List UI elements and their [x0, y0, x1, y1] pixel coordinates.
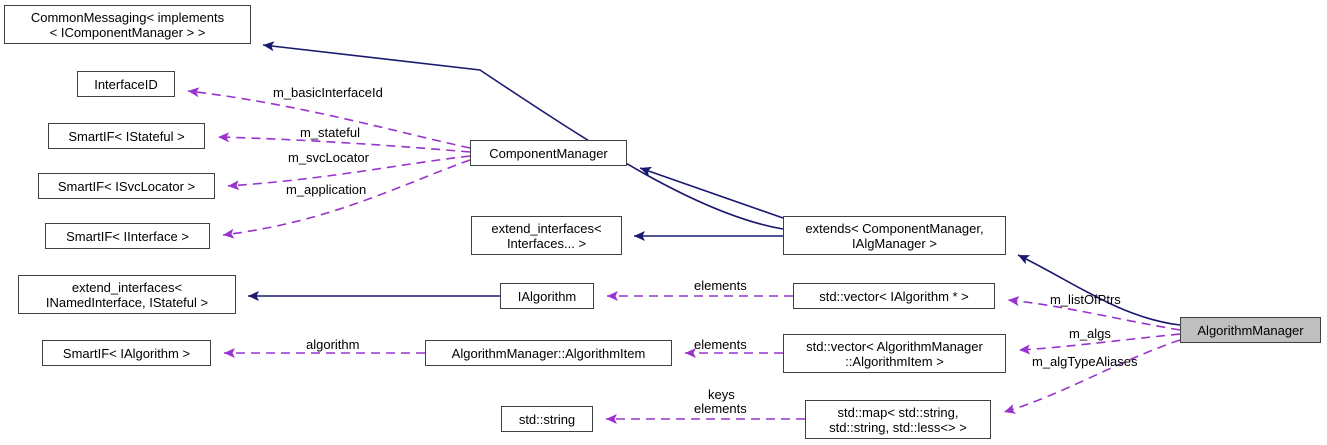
- edge-m-listofptrs: [1007, 296, 1181, 331]
- class-node-interfaceid[interactable]: InterfaceID: [77, 71, 175, 97]
- edge-label-m_algs: m_algs: [1069, 326, 1111, 341]
- edge-label-algorithm: algorithm: [306, 337, 360, 352]
- edge-label-m_listOfPtrs: m_listOfPtrs: [1050, 292, 1121, 307]
- edge-m-algs: [1018, 333, 1181, 355]
- edge-label-m_stateful: m_stateful: [300, 125, 360, 140]
- class-node-componentmanager[interactable]: ComponentManager: [470, 140, 627, 166]
- class-node-stdstring[interactable]: std::string: [501, 406, 593, 432]
- class-node-smartif-isvclocator[interactable]: SmartIF< ISvcLocator >: [38, 173, 215, 199]
- edge-extends-to-commonmessaging: [262, 41, 784, 230]
- edge-label-m_basicInterfaceId: m_basicInterfaceId: [273, 85, 383, 100]
- class-node-extends-componentmanager[interactable]: extends< ComponentManager, IAlgManager >: [783, 216, 1006, 255]
- class-node-smartif-iinterface[interactable]: SmartIF< IInterface >: [45, 223, 210, 249]
- edge-label-m_application: m_application: [286, 182, 367, 197]
- class-node-algorithmmanager[interactable]: AlgorithmManager: [1180, 317, 1321, 343]
- edge-m-svclocator: [227, 155, 471, 191]
- class-node-commonmessaging[interactable]: CommonMessaging< implements < IComponent…: [4, 5, 251, 44]
- edge-label-m_svcLocator: m_svcLocator: [288, 150, 369, 165]
- edge-algorithmmanager-to-extends: [1017, 254, 1181, 326]
- class-node-stdmap[interactable]: std::map< std::string, std::string, std:…: [805, 400, 991, 439]
- edge-label-keys: keys: [708, 387, 735, 402]
- class-node-smartif-istateful[interactable]: SmartIF< IStateful >: [48, 123, 205, 149]
- edge-label-elements_vector_ialgorithm: elements: [694, 278, 747, 293]
- inheritance-edges: [248, 41, 1181, 326]
- edge-extends-to-componentmanager: [639, 166, 784, 219]
- class-node-extend-interfaces-named[interactable]: extend_interfaces< INamedInterface, ISta…: [18, 275, 236, 314]
- edge-m-algtypealiases: [1003, 339, 1181, 414]
- class-node-vector-ialgorithm-ptr[interactable]: std::vector< IAlgorithm * >: [793, 283, 995, 309]
- class-node-algorithmmanager-algorithmitem[interactable]: AlgorithmManager::AlgorithmItem: [425, 340, 672, 366]
- class-node-extend-interfaces-variadic[interactable]: extend_interfaces< Interfaces... >: [471, 216, 622, 255]
- usage-edges: [187, 87, 1181, 424]
- edge-m-application: [222, 159, 471, 239]
- class-node-ialgorithm[interactable]: IAlgorithm: [500, 283, 594, 309]
- class-node-smartif-ialgorithm[interactable]: SmartIF< IAlgorithm >: [42, 340, 211, 366]
- edge-label-elements_vector_algitem: elements: [694, 337, 747, 352]
- edge-label-m_algTypeAliases: m_algTypeAliases: [1032, 354, 1138, 369]
- class-node-vector-algorithmitem[interactable]: std::vector< AlgorithmManager ::Algorith…: [783, 334, 1006, 373]
- edge-m-basicinterfaceid: [187, 87, 471, 149]
- edge-label-elements_map: elements: [694, 401, 747, 416]
- edge-m-stateful: [217, 132, 471, 153]
